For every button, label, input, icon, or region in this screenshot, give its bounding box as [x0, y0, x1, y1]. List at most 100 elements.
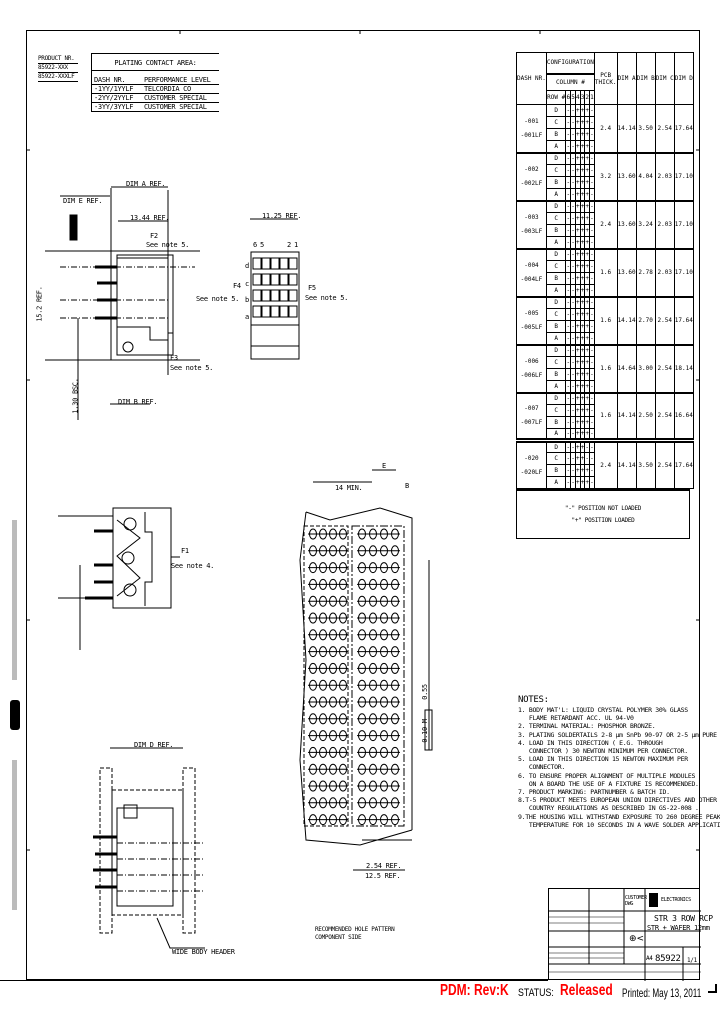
dash-number-lf: -004LF [520, 276, 543, 283]
dash-number: -005 [524, 310, 539, 317]
pattern-hole-dia: 0.55 [420, 684, 429, 700]
row-letter: C [545, 212, 567, 225]
dash-number: -020 [524, 455, 539, 462]
contact-cavity [261, 305, 271, 318]
side-dim-a: DIM A REF. [126, 180, 166, 188]
wide-body-header-label: WIDE BODY HEADER [172, 948, 235, 956]
row-letter: A [545, 332, 567, 345]
config-column-header: ROW # 6 5 4 3 2 1 [517, 89, 694, 106]
config-row: B--+++- [517, 464, 694, 477]
product-number: 85922-XXXLF [38, 73, 78, 82]
side-dim-e: DIM E REF. [63, 197, 103, 205]
note-item: 1. BODY MAT'L: LIQUID CRYSTAL POLYMER 30… [518, 706, 688, 723]
position-cell: - [589, 320, 595, 333]
contact-cavity [252, 289, 262, 302]
note-item: 6. TO ENSURE PROPER ALIGNMENT OF MULTIPL… [518, 771, 699, 788]
dim-pcb-value: 1.6 [593, 391, 618, 441]
dim-pcb-value: 2.4 [593, 104, 618, 153]
dash-number-lf: -005LF [520, 324, 543, 331]
f3-note: See note 5. [170, 364, 214, 372]
legend-loaded: "+" POSITION LOADED [571, 517, 635, 524]
dim-pcb-value: 1.6 [593, 247, 618, 297]
dim-b-value: 3.50 [635, 438, 656, 489]
pattern-dim-e: E [382, 462, 386, 470]
row-letter: B [545, 128, 567, 141]
dim-pcb-value: 1.6 [593, 343, 618, 393]
config-row: C--+++- [517, 404, 694, 417]
note-item: 7. PRODUCT MARKING: PARTNUMBER & BATCH I… [518, 788, 670, 797]
pattern-dim-min: 14 MIN. [335, 484, 363, 492]
contact-cavity [279, 273, 289, 286]
dash-number: -002 [524, 166, 539, 173]
row-letter: B [545, 176, 567, 189]
front-contacts [252, 257, 298, 318]
dash-number-cell: -004-004LF [516, 247, 547, 297]
contact-cavity [270, 305, 280, 318]
contact-cavity [279, 305, 289, 318]
contact-cavity [288, 273, 298, 286]
dash-number-cell: -007-007LF [516, 391, 547, 441]
config-row: C--+++- [517, 212, 694, 225]
position-cell: - [589, 236, 595, 249]
dash-number-cell: -020-020LF [516, 438, 547, 489]
dim-d-value: 17.10 [673, 151, 694, 201]
contact-cavity [252, 257, 262, 270]
dash-number-lf: -003LF [520, 228, 543, 235]
front-row-label: c [245, 280, 249, 288]
dim-a-value: 13.60 [616, 151, 637, 201]
dash-number-cell: -003-003LF [516, 199, 547, 249]
col-dim-b: DIM B [635, 52, 656, 105]
f4-note: See note 5. [196, 295, 240, 303]
front-row-label: b [245, 296, 249, 304]
title-block-grid: ⊕< [549, 889, 701, 981]
config-row: C--+++- [517, 260, 694, 273]
pattern-dim-d: 12.5 REF. [365, 872, 401, 880]
dim-d-value: 17.10 [673, 199, 694, 249]
col-configuration: CONFIGURATION [545, 51, 595, 75]
config-row: C--++-- [517, 452, 694, 465]
config-row: A--+++- [517, 428, 694, 441]
dim-a-value: 14.14 [616, 391, 637, 441]
contact-cavity [279, 289, 289, 302]
dim-d-value: 17.64 [673, 438, 694, 489]
product-number: 85922-XXX [38, 64, 78, 73]
side-dim-b: DIM B REF. [118, 398, 158, 406]
dim-d-value: 18.14 [673, 343, 694, 393]
contact-cavity [270, 289, 280, 302]
plating-level: TELCORDIA CO [144, 85, 191, 93]
position-cell: - [589, 224, 595, 237]
dim-d-value: 16.64 [673, 391, 694, 441]
side-view [45, 186, 200, 420]
contact-cavity [252, 273, 262, 286]
plating-table: PLATING CONTACT AREA: DASH NR. PERFORMAN… [91, 53, 219, 112]
f1-label: F1 [181, 547, 189, 555]
mated-dim-d: DIM D REF. [134, 741, 174, 749]
position-cell: - [589, 164, 595, 177]
position-cell: - [589, 368, 595, 381]
position-cell: - [589, 272, 595, 285]
position-cell: - [589, 452, 595, 465]
hole-pattern-outline [299, 469, 433, 871]
plating-col-dash: DASH NR. [94, 76, 126, 84]
contact-cavity [288, 257, 298, 270]
position-cell: + [574, 476, 581, 489]
f1-note: See note 4. [171, 562, 215, 570]
note-item: 9.THE HOUSING WILL WITHSTAND EXPOSURE TO… [518, 812, 720, 829]
f4-label: F4 [233, 282, 241, 290]
note-item: 5. LOAD IN THIS DIRECTION 15 NEWTON MAXI… [518, 755, 688, 772]
dim-pcb-value: 1.6 [593, 295, 618, 345]
position-cell: - [589, 128, 595, 141]
row-letter: A [545, 188, 567, 201]
row-letter: C [545, 116, 567, 129]
contact-cavity [288, 305, 298, 318]
row-letter: B [545, 224, 567, 237]
pattern-caption: COMPONENT SIDE [315, 934, 362, 941]
plating-dash: -2YY/2YYLF [94, 94, 134, 102]
pattern-caption: RECOMMENDED HOLE PATTERN [315, 926, 395, 933]
plating-table-header: DASH NR. PERFORMANCE LEVEL [92, 71, 219, 85]
dash-number: -006 [524, 358, 539, 365]
fci-side-logo [10, 520, 20, 910]
